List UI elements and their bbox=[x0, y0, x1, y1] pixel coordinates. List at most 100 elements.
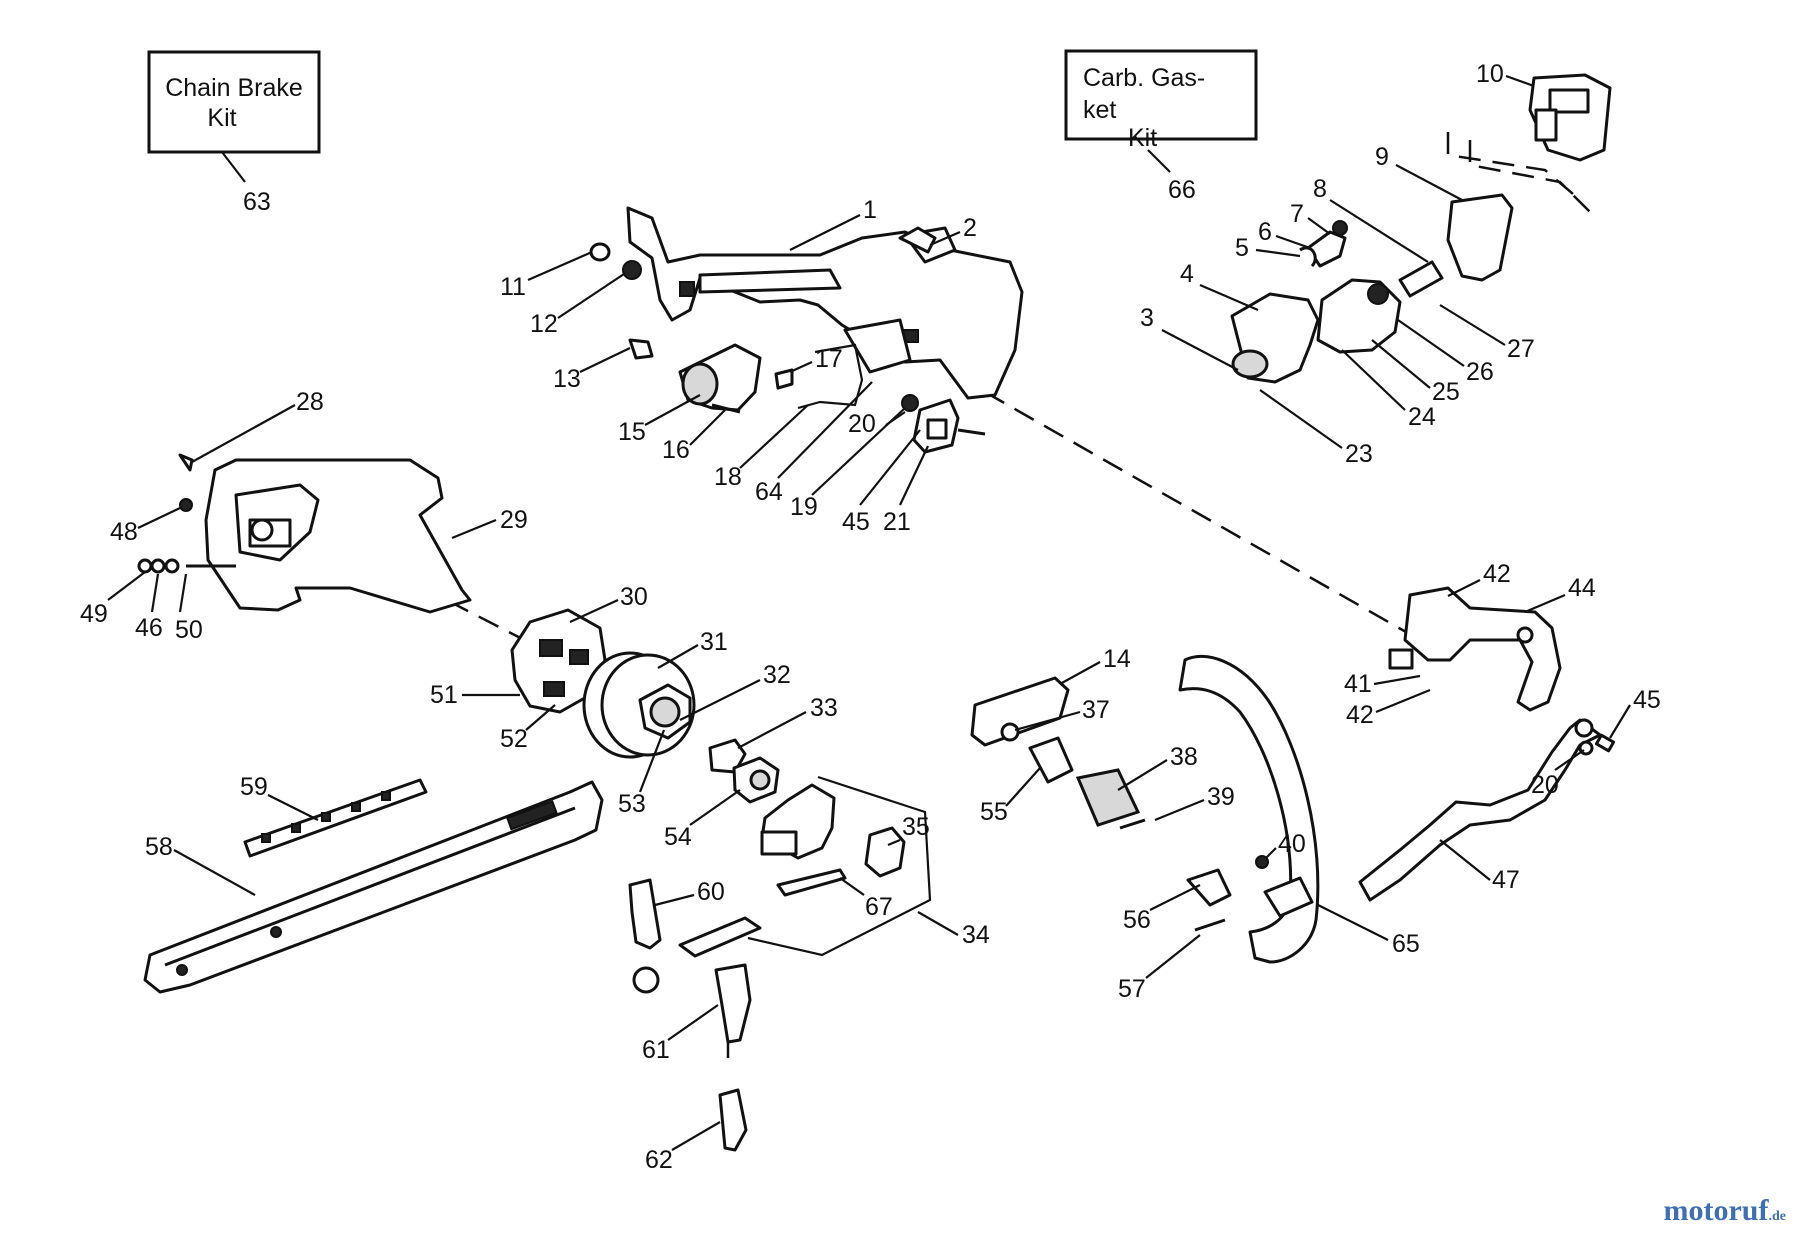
callout-12: 12 bbox=[530, 310, 558, 338]
callout-67: 67 bbox=[865, 893, 893, 921]
callout-18: 18 bbox=[714, 463, 742, 491]
callout-labels: 1 2 3 4 5 6 7 8 9 10 11 12 13 14 15 16 1… bbox=[80, 60, 1661, 1174]
callout-54: 54 bbox=[664, 823, 692, 851]
callout-52: 52 bbox=[500, 725, 528, 753]
part-clutch-drum bbox=[582, 651, 780, 804]
part-oil-line bbox=[797, 343, 864, 410]
callout-4: 4 bbox=[1180, 260, 1194, 288]
callout-25: 25 bbox=[1432, 378, 1460, 406]
callout-23: 23 bbox=[1345, 440, 1373, 468]
part-front-handle bbox=[1178, 654, 1320, 964]
callout-56: 56 bbox=[1123, 906, 1151, 934]
part-chain-tensioner bbox=[632, 775, 932, 994]
callout-1: 1 bbox=[863, 196, 877, 224]
callout-15: 15 bbox=[618, 418, 646, 446]
part-handle-mount bbox=[970, 676, 1232, 932]
part-screws-right bbox=[1578, 733, 1616, 756]
callout-51: 51 bbox=[430, 681, 458, 709]
part-intake bbox=[901, 394, 986, 454]
callout-14: 14 bbox=[1103, 645, 1131, 673]
callout-64: 64 bbox=[755, 478, 783, 506]
chain-brake-kit-box: Chain Brake Kit 63 bbox=[147, 50, 321, 216]
callout-16: 16 bbox=[662, 436, 690, 464]
watermark-logo: motoruf.de bbox=[1664, 1194, 1786, 1228]
part-trigger bbox=[898, 226, 937, 254]
callout-6: 6 bbox=[1258, 218, 1272, 246]
assembly-line-clutch bbox=[387, 568, 541, 650]
callout-49: 49 bbox=[80, 600, 108, 628]
callout-47: 47 bbox=[1492, 866, 1520, 894]
carb-gasket-kit-line2: ket bbox=[1083, 96, 1116, 124]
part-guide-bar bbox=[143, 780, 604, 994]
chain-brake-kit-number: 63 bbox=[243, 188, 271, 216]
callout-39: 39 bbox=[1207, 783, 1235, 811]
part-chain-cover bbox=[137, 453, 472, 614]
callout-38: 38 bbox=[1170, 743, 1198, 771]
callout-7: 7 bbox=[1290, 200, 1304, 228]
callout-41: 41 bbox=[1344, 670, 1372, 698]
part-rear-handle bbox=[626, 206, 1024, 400]
part-carburetor-group bbox=[1230, 73, 1612, 384]
callout-10: 10 bbox=[1476, 60, 1504, 88]
callout-42a: 42 bbox=[1483, 560, 1511, 588]
part-screws-top bbox=[589, 242, 654, 360]
callout-32: 32 bbox=[763, 661, 791, 689]
callout-33: 33 bbox=[810, 694, 838, 722]
callout-53: 53 bbox=[618, 790, 646, 818]
callout-40: 40 bbox=[1278, 830, 1306, 858]
callout-26: 26 bbox=[1466, 358, 1494, 386]
carb-gasket-kit-box: Carb. Gas- ket Kit 66 bbox=[1064, 49, 1258, 204]
callout-61: 61 bbox=[642, 1036, 670, 1064]
callout-20b: 20 bbox=[1531, 771, 1559, 799]
callout-35: 35 bbox=[902, 813, 930, 841]
callout-17: 17 bbox=[815, 345, 843, 373]
callout-5: 5 bbox=[1235, 234, 1249, 262]
callout-48: 48 bbox=[110, 518, 138, 546]
assembly-line-handle bbox=[984, 390, 1421, 642]
callout-45b: 45 bbox=[1633, 686, 1661, 714]
callout-34: 34 bbox=[962, 921, 990, 949]
callout-9: 9 bbox=[1375, 143, 1389, 171]
callout-50: 50 bbox=[175, 616, 203, 644]
callout-27: 27 bbox=[1507, 335, 1535, 363]
callout-30: 30 bbox=[620, 583, 648, 611]
callout-8: 8 bbox=[1313, 175, 1327, 203]
callout-29: 29 bbox=[500, 506, 528, 534]
watermark-suffix: .de bbox=[1768, 1209, 1787, 1224]
carb-gasket-kit-number: 66 bbox=[1168, 176, 1196, 204]
chain-brake-kit-line1: Chain Brake bbox=[165, 74, 303, 102]
callout-57: 57 bbox=[1118, 975, 1146, 1003]
callout-31: 31 bbox=[700, 628, 728, 656]
callout-21: 21 bbox=[883, 508, 911, 536]
callout-58: 58 bbox=[145, 833, 173, 861]
callout-42b: 42 bbox=[1346, 701, 1374, 729]
chain-brake-kit-line2: Kit bbox=[207, 104, 236, 132]
callout-59: 59 bbox=[240, 773, 268, 801]
part-handle-bracket bbox=[1388, 586, 1562, 712]
callout-28: 28 bbox=[296, 388, 324, 416]
callout-60: 60 bbox=[697, 878, 725, 906]
callout-20a: 20 bbox=[848, 410, 876, 438]
callout-13: 13 bbox=[553, 365, 581, 393]
watermark-brand: motoruf bbox=[1663, 1194, 1769, 1227]
callout-24: 24 bbox=[1408, 403, 1436, 431]
part-clutch bbox=[510, 608, 607, 714]
part-oil-pump bbox=[678, 343, 794, 414]
callout-11: 11 bbox=[500, 273, 526, 301]
part-adjuster bbox=[628, 878, 752, 1152]
callout-45a: 45 bbox=[842, 508, 870, 536]
carb-gasket-kit-line3: Kit bbox=[1128, 124, 1157, 152]
assembly-line-filter-2 bbox=[1468, 140, 1591, 213]
callout-65: 65 bbox=[1392, 930, 1420, 958]
callout-46: 46 bbox=[135, 614, 163, 642]
callout-37: 37 bbox=[1082, 696, 1110, 724]
callout-3: 3 bbox=[1140, 304, 1154, 332]
part-saw-chain bbox=[243, 778, 428, 858]
callout-62: 62 bbox=[645, 1146, 673, 1174]
callout-55: 55 bbox=[980, 798, 1008, 826]
callout-2: 2 bbox=[963, 214, 977, 242]
carb-gasket-kit-line1: Carb. Gas- bbox=[1083, 64, 1205, 92]
callout-44: 44 bbox=[1568, 574, 1596, 602]
